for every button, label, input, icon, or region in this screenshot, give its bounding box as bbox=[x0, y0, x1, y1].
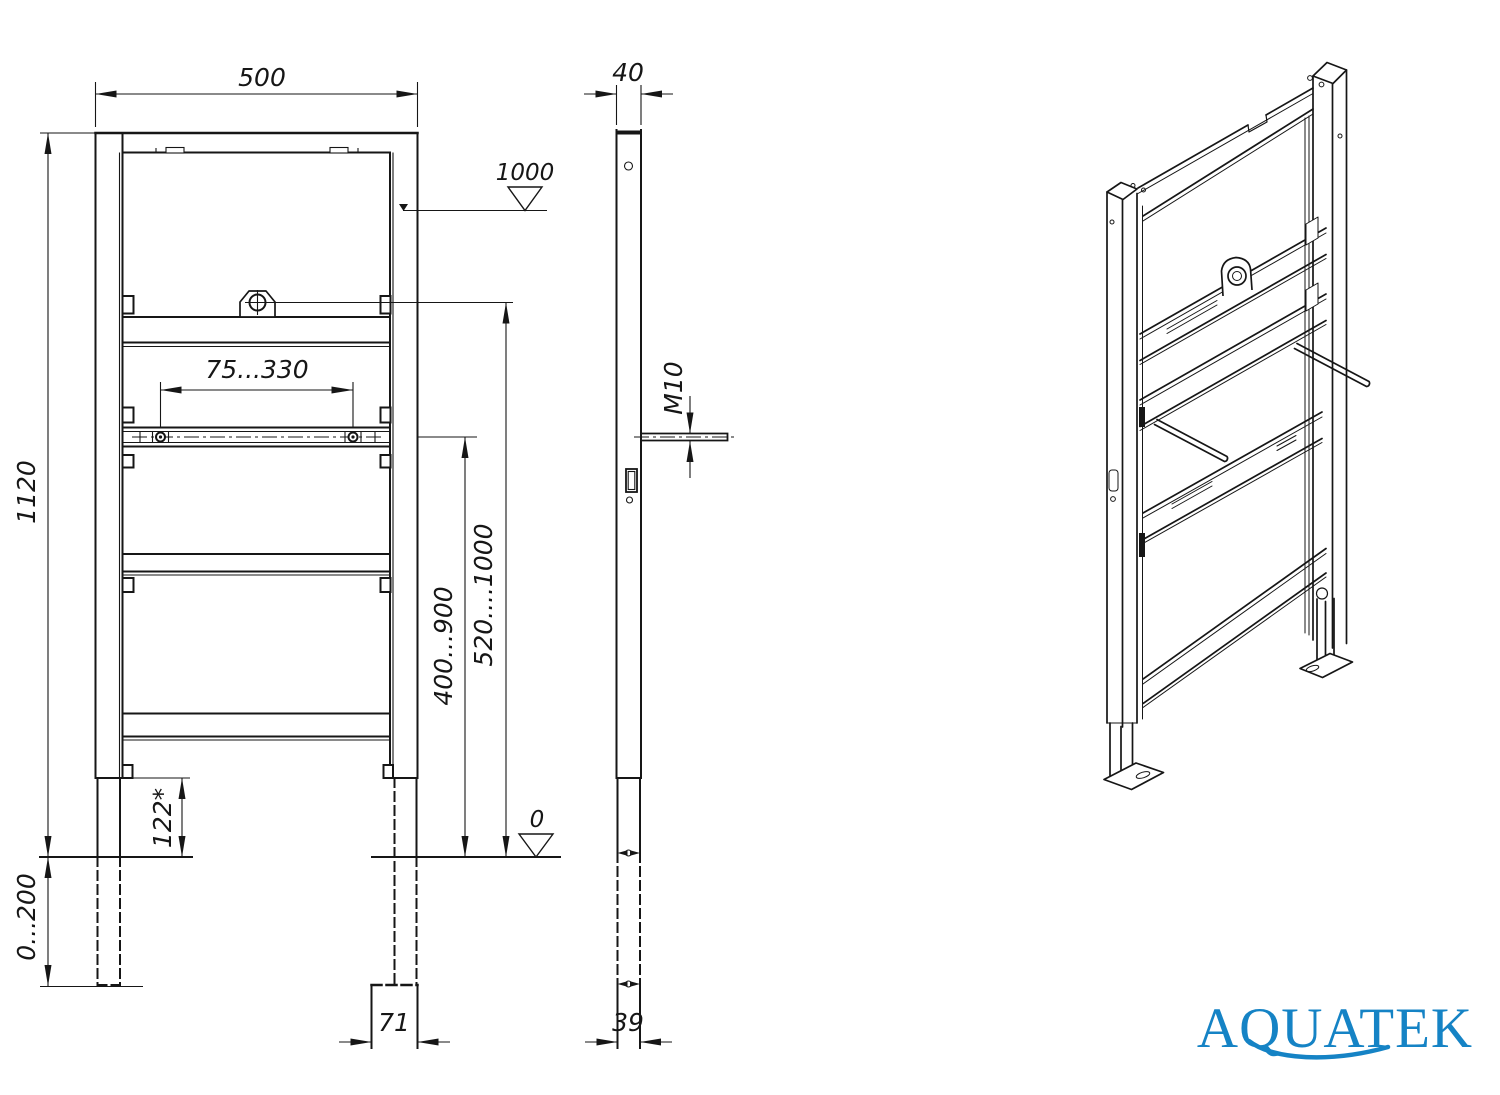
level-top-label: 1000 bbox=[496, 160, 555, 186]
iso-foot-right bbox=[1299, 652, 1354, 679]
aquatek-logo-text: AQUATEK bbox=[1197, 1000, 1473, 1060]
datum-triangle-floor-icon bbox=[517, 833, 555, 859]
iso-stud-right bbox=[1293, 342, 1371, 388]
dim-leg-overlap: 122* bbox=[148, 788, 177, 848]
level-mark-icon bbox=[399, 204, 408, 211]
dim-bracket-height: 520....1000 bbox=[469, 523, 498, 666]
side-view: 40 M10 39 bbox=[584, 58, 737, 1049]
dim-front-width: 500 bbox=[238, 63, 286, 92]
dim-stud-thread: M10 bbox=[659, 361, 688, 414]
iso-foot-left bbox=[1103, 762, 1165, 791]
front-view-dimensions: 500 1120 0...200 122* 75...330 400...900… bbox=[12, 63, 513, 1046]
dim-side-depth: 40 bbox=[612, 58, 644, 87]
aquatek-logo-swash bbox=[1246, 1038, 1391, 1060]
dim-basin-fixing-height: 400...900 bbox=[429, 586, 458, 705]
dim-fixing-spacing: 75...330 bbox=[205, 355, 308, 384]
iso-stud-left bbox=[1153, 418, 1229, 463]
iso-hanger-bracket bbox=[1220, 256, 1253, 297]
level-floor-label: 0 bbox=[530, 807, 545, 833]
datum-triangle-top-icon bbox=[506, 186, 544, 212]
dim-leg-adjust: 0...200 bbox=[12, 873, 41, 960]
dim-front-height: 1120 bbox=[12, 460, 41, 524]
isometric-view bbox=[1103, 61, 1371, 791]
aquatek-logo: AQUATEK bbox=[1185, 997, 1485, 1062]
level-marks: 1000 0 bbox=[399, 160, 555, 859]
front-view bbox=[39, 131, 561, 1049]
m10-stud: M10 bbox=[634, 361, 737, 478]
dim-leg-depth: 39 bbox=[612, 1008, 644, 1037]
dim-foot-width: 71 bbox=[378, 1008, 410, 1037]
